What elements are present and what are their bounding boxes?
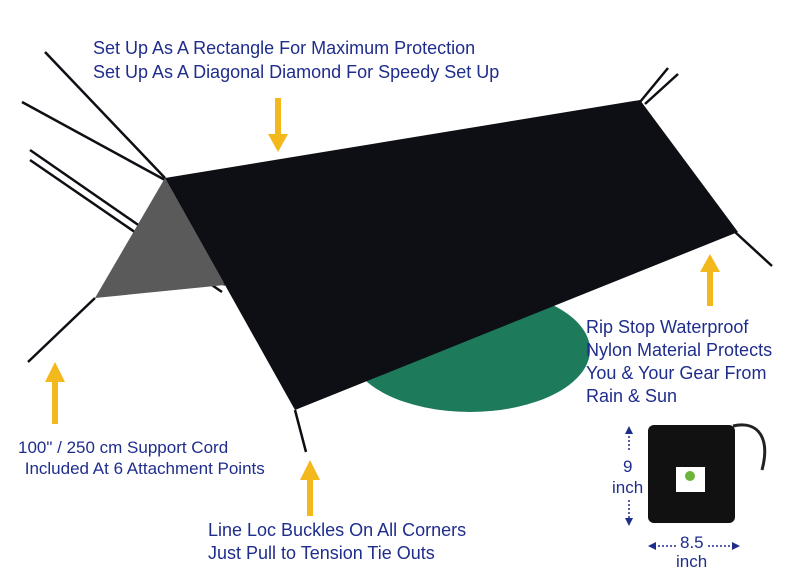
material-line-1: Rip Stop Waterproof [586,317,749,337]
arrow-icon [625,426,633,434]
side-panel [95,178,225,298]
arrow-up-icon [52,380,58,424]
setup-line-1: Set Up As A Rectangle For Maximum Protec… [93,38,476,58]
arrow-up-icon [707,270,713,306]
material-line-2: Nylon Material Protects [586,340,773,360]
arrow-up-icon [307,478,313,516]
arrow-icon [648,542,656,550]
arrow-down-icon [275,98,281,136]
cord-line-1: 100" / 250 cm Support Cord [18,438,229,457]
drawstring [732,423,767,471]
setup-line-2: Set Up As A Diagonal Diamond For Speedy … [93,62,500,82]
bag-width-value: 8.5 [680,533,704,552]
bag-width-unit: inch [676,552,708,571]
arrow-icon [732,542,740,550]
arrow-icon [625,518,633,526]
arrows [45,98,720,516]
bag-height-value: 9 [623,457,633,476]
cord-line-2: Included At 6 Attachment Points [20,459,265,478]
tarp [165,100,738,410]
material-line-3: You & Your Gear From [586,363,767,383]
buckles-line-1: Line Loc Buckles On All Corners [208,520,467,540]
material-line-4: Rain & Sun [586,386,678,406]
buckles-line-2: Just Pull to Tension Tie Outs [208,543,435,563]
storage-bag [625,423,767,550]
bag-height-unit: inch [612,478,644,497]
